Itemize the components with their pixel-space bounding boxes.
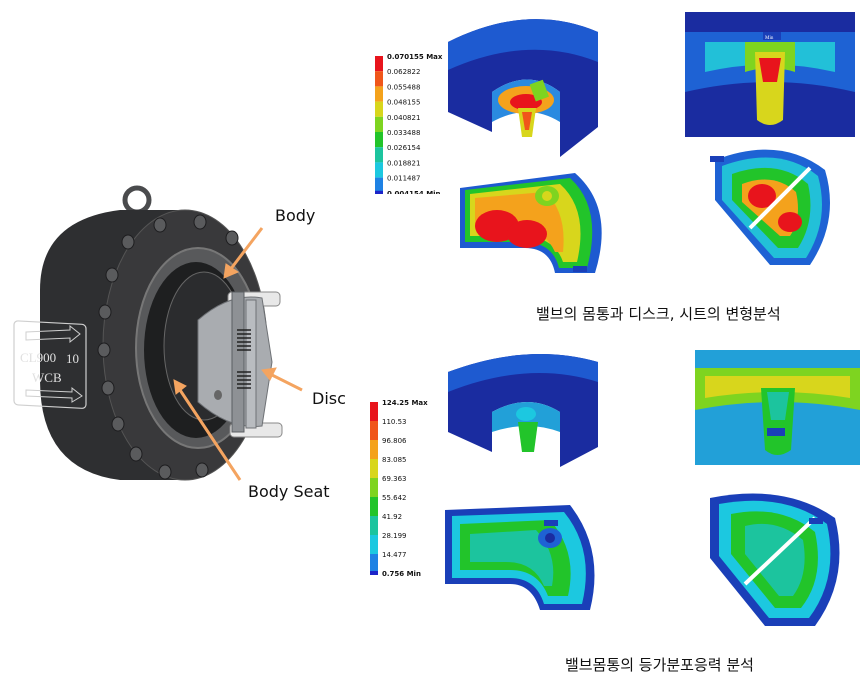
legend-deformation-scale: 0.070155 Max 0.062822 0.055488 0.048155 0.04…: [375, 53, 443, 194]
legend-label: 14.477: [382, 551, 407, 559]
legend-swatch: [375, 116, 383, 132]
legend-swatch: [375, 56, 383, 72]
legend-label: 124.25 Max: [382, 399, 428, 407]
legend-label: 69.363: [382, 475, 407, 483]
legend-swatch: [370, 497, 378, 516]
legend-label: 0.018821: [387, 159, 420, 167]
fea-stress-body-section: [448, 354, 598, 467]
legend-swatch: [370, 535, 378, 554]
valve-illustration: CL900 10 WCB: [13, 185, 303, 481]
legend-label: 28.199: [382, 532, 407, 540]
legend-swatch: [375, 147, 383, 163]
fea-stress-disc-b: [710, 493, 840, 626]
legend-swatch: [375, 86, 383, 102]
callout-arrows: [173, 227, 303, 481]
caption-deformation-analysis: 밸브의 몸통과 디스크, 시트의 변형분석: [536, 305, 781, 323]
legend-label: 0.055488: [387, 83, 420, 91]
fea-deformation-body-section: [448, 19, 598, 157]
legend-swatch: [375, 71, 383, 87]
legend-stress: 124.25 Max 110.53 96.806 83.085 69.363 55.642…: [368, 398, 448, 578]
fea-min-tag: Min: [765, 36, 774, 41]
fea-stress-disc-a: [445, 505, 595, 610]
legend-label: 0.011487: [387, 175, 420, 183]
legend-swatch: [370, 554, 378, 573]
fea-deformation-seat-section: Min: [685, 12, 855, 137]
legend-swatch: [370, 478, 378, 497]
legend-label: 41.92: [382, 513, 402, 521]
legend-label: 96.806: [382, 437, 407, 445]
legend-swatch: [370, 402, 378, 421]
legend-swatch: [375, 101, 383, 117]
legend-swatch: [370, 516, 378, 535]
callout-body-label: Body: [275, 206, 316, 225]
legend-deformation: 0.070155 Max 0.062822 0.055488 0.048155 0.04…: [373, 52, 453, 194]
fea-deformation-disc-a: [460, 173, 602, 273]
legend-label: 0.033488: [387, 129, 420, 137]
fea-deformation-disc-b: [710, 149, 830, 265]
legend-label: 0.026154: [387, 144, 421, 152]
marking-class-text: CL900: [20, 350, 56, 365]
legend-swatch-min: [370, 571, 378, 575]
body-marking-plate: CL900 10 WCB: [13, 320, 87, 409]
legend-label: 0.048155: [387, 99, 420, 107]
legend-label: 0.070155 Max: [387, 53, 443, 61]
legend-stress-scale: 124.25 Max 110.53 96.806 83.085 69.363 55.642…: [370, 399, 428, 578]
callout-body-seat-label: Body Seat: [248, 482, 330, 501]
disc-assembly: [197, 291, 283, 438]
legend-swatch-min: [375, 190, 383, 194]
fea-stress-seat-section: [695, 350, 860, 465]
callout-disc-label: Disc: [312, 389, 346, 408]
legend-label: 55.642: [382, 494, 407, 502]
marking-size-text: 10: [66, 351, 79, 366]
legend-swatch: [370, 459, 378, 478]
legend-swatch: [375, 162, 383, 178]
legend-label: 0.040821: [387, 114, 420, 122]
legend-swatch: [370, 421, 378, 440]
legend-label: 110.53: [382, 418, 407, 426]
legend-label: 0.062822: [387, 68, 420, 76]
legend-label: 0.756 Min: [382, 570, 421, 578]
legend-swatch: [375, 132, 383, 148]
marking-material-text: WCB: [32, 370, 62, 385]
legend-label: 0.004154 Min: [387, 190, 441, 194]
legend-swatch: [375, 177, 383, 193]
legend-label: 83.085: [382, 456, 407, 464]
legend-swatch: [370, 440, 378, 459]
caption-stress-analysis: 밸브몸통의 등가분포응력 분석: [565, 656, 754, 674]
